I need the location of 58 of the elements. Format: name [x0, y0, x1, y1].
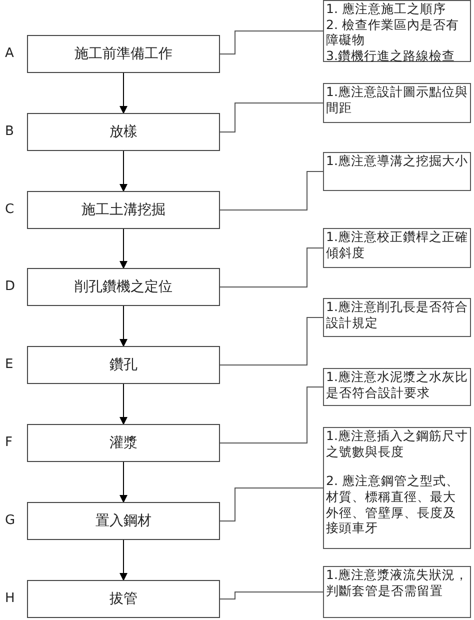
step-label: 置入鋼材	[96, 512, 152, 530]
flow-arrow	[120, 306, 128, 347]
flow-arrow	[120, 72, 128, 114]
process-box	[27, 113, 220, 151]
note-text: 1.應注意水泥漿之水灰比是否符合設計要求	[326, 369, 468, 400]
note-box	[323, 427, 471, 549]
step-letter: A	[5, 47, 14, 60]
connector-line	[220, 248, 324, 288]
note-text: 1.應注意導溝之挖掘大小	[326, 153, 468, 169]
note-box	[323, 368, 471, 406]
step-letter: E	[5, 358, 14, 371]
note-text: 1. 應注意施工之順序	[326, 1, 447, 17]
step-label: 施工前準備工作	[74, 44, 172, 64]
note-box	[323, 298, 471, 337]
step-label: 削孔鑽機之定位	[74, 278, 172, 296]
step-label: 鑽孔	[110, 356, 138, 374]
note-text: 3.鑽機行進之路線檢查	[326, 48, 456, 64]
step-label: 放樣	[110, 122, 138, 142]
flow-arrow	[120, 462, 128, 503]
step-letter: F	[5, 436, 12, 449]
process-box	[27, 35, 220, 73]
note-box	[323, 228, 471, 268]
connector-line	[220, 386, 324, 444]
process-box	[27, 268, 220, 306]
note-text: 1.應注意漿液流失狀況，判斷套管是否需留置	[326, 567, 468, 598]
note-text: 1.應注意校正鑽桿之正確傾斜度	[326, 229, 468, 260]
step-letter: C	[5, 203, 14, 216]
note-text: 2. 檢查作業區內是否有障礙物	[326, 16, 460, 48]
note-text: 2. 應注意鋼管之型式、材質、標稱直徑、最大外徑、管壁厚、長度及接頭車牙	[326, 473, 460, 536]
flow-arrow	[120, 384, 128, 425]
note-box	[323, 83, 471, 123]
process-box	[27, 580, 220, 618]
flow-arrow	[120, 150, 128, 192]
connector-line	[220, 171, 324, 210]
step-label: 拔管	[110, 590, 138, 608]
flow-arrow	[120, 540, 128, 581]
step-label: 施工土溝挖掘	[82, 200, 166, 220]
note-box	[323, 0, 471, 62]
note-text: 1.應注意插入之鋼筋尺寸之號數與長度	[326, 428, 468, 460]
note-box	[323, 152, 471, 191]
connector-line	[220, 592, 324, 600]
process-box	[27, 346, 220, 384]
step-label: 灌漿	[110, 434, 138, 452]
note-text: 1.應注意削孔長是否符合設計規定	[326, 299, 468, 330]
connector-line	[220, 102, 324, 132]
note-box	[323, 566, 471, 618]
step-letter: H	[5, 592, 15, 605]
step-letter: G	[5, 514, 16, 527]
process-box	[27, 424, 220, 462]
process-box	[27, 502, 220, 540]
process-box	[27, 191, 220, 229]
note-text: 1.應注意設計圖示點位與間距	[326, 84, 468, 116]
flow-arrow	[120, 228, 128, 269]
connector-line	[220, 317, 324, 366]
connector-line	[220, 30, 324, 54]
step-letter: B	[5, 125, 14, 138]
connector-line	[220, 488, 324, 522]
step-letter: D	[5, 280, 16, 293]
